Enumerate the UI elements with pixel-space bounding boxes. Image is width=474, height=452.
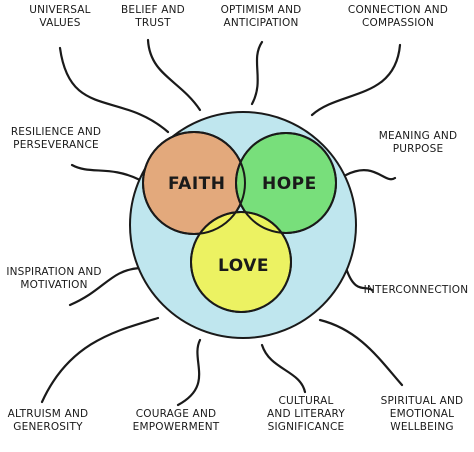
label-inspiration-and-motivation: Inspiration and Motivation xyxy=(6,266,102,291)
connector-inspiration xyxy=(68,266,142,307)
venn-label-love: Love xyxy=(218,256,269,276)
label-resilience-and-perseverance: Resilience and Perseverance xyxy=(10,126,102,151)
label-connection-and-compassion: Connection and Compassion xyxy=(347,4,449,29)
connector-interconnection xyxy=(344,266,374,292)
label-belief-and-trust: Belief and Trust xyxy=(121,4,185,29)
venn-label-hope: Hope xyxy=(262,174,317,194)
label-altruism-and-generosity: Altruism and Generosity xyxy=(7,408,89,433)
connector-resilience xyxy=(70,163,142,182)
connector-belief xyxy=(146,38,202,112)
label-interconnection: Interconnection xyxy=(363,284,469,296)
connector-meaning xyxy=(344,169,397,181)
venn-label-faith: Faith xyxy=(168,174,226,194)
connector-cultural xyxy=(260,343,307,394)
label-meaning-and-purpose: Meaning and Purpose xyxy=(378,130,458,155)
connector-spiritual xyxy=(318,318,404,387)
label-courage-and-empowerment: Courage and Empowerment xyxy=(132,408,220,433)
label-universal-values: Universal Values xyxy=(29,4,91,29)
connector-courage xyxy=(176,338,202,407)
connector-universal xyxy=(58,46,170,134)
connector-optimism xyxy=(250,40,264,106)
label-optimism-and-anticipation: Optimism and Anticipation xyxy=(220,4,302,29)
label-cultural-and-literary-significance: Cultural and Literary Significance xyxy=(267,395,345,433)
connector-connection xyxy=(310,43,402,117)
connector-altruism xyxy=(40,316,160,404)
label-spiritual-and-emotional-wellbeing: Spiritual and Emotional Wellbeing xyxy=(380,395,464,433)
